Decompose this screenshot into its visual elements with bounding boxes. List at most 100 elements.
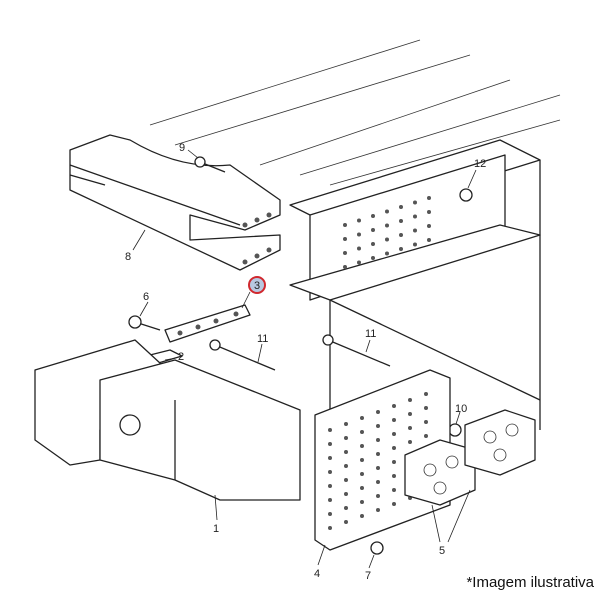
hole — [328, 456, 332, 460]
hole — [427, 224, 431, 228]
hole — [360, 486, 364, 490]
hole — [357, 232, 361, 237]
highlight-ring — [248, 276, 266, 294]
hole — [376, 508, 380, 512]
hole — [344, 492, 348, 496]
hole — [424, 406, 428, 410]
hole — [392, 488, 396, 492]
hole — [328, 526, 332, 530]
hole — [392, 404, 396, 408]
hole — [357, 260, 361, 265]
hole — [424, 434, 428, 438]
hole — [392, 446, 396, 450]
hole — [399, 205, 403, 209]
hole — [399, 219, 403, 223]
hole — [328, 428, 332, 432]
hole — [343, 223, 347, 227]
hole — [357, 218, 361, 223]
hole — [399, 233, 403, 237]
hole — [344, 436, 348, 440]
hole — [385, 223, 389, 228]
hole — [360, 500, 364, 504]
hole — [371, 214, 375, 218]
hole — [424, 392, 428, 396]
hole — [328, 470, 332, 474]
hole — [408, 440, 412, 444]
callout-10[interactable]: 10 — [455, 403, 467, 415]
mounting-plate-part-4 — [314, 369, 451, 551]
hole — [385, 237, 389, 242]
hole — [371, 228, 375, 232]
hole — [408, 398, 412, 402]
hole — [376, 494, 380, 498]
hole — [344, 422, 348, 426]
callout-5[interactable]: 5 — [439, 545, 445, 557]
plate-part-3 — [164, 304, 251, 343]
callout-1[interactable]: 1 — [213, 523, 219, 535]
hole — [408, 412, 412, 416]
hole — [376, 424, 380, 428]
hole — [344, 506, 348, 510]
hole — [360, 472, 364, 476]
chassis-rails — [149, 39, 561, 186]
callout-7[interactable]: 7 — [365, 570, 371, 582]
callout-11a[interactable]: 11 — [257, 333, 268, 345]
hole — [328, 484, 332, 488]
hole — [343, 251, 347, 255]
hole — [424, 420, 428, 424]
hole — [376, 466, 380, 470]
hole — [427, 238, 431, 242]
hole — [376, 480, 380, 484]
hole — [344, 464, 348, 468]
hole — [392, 460, 396, 464]
hole — [328, 512, 332, 516]
leader-lines — [132, 149, 477, 569]
hole — [360, 430, 364, 434]
hole — [392, 474, 396, 478]
hole — [408, 426, 412, 430]
hole — [371, 242, 375, 246]
hole — [360, 444, 364, 448]
hole — [392, 418, 396, 422]
hole — [343, 265, 347, 269]
illustrative-image-caption: *Imagem ilustrativa — [466, 574, 594, 591]
hole — [413, 214, 417, 219]
hole — [427, 210, 431, 214]
frame-part-1 — [34, 339, 301, 501]
hole — [376, 410, 380, 414]
hole — [413, 228, 417, 233]
callout-4[interactable]: 4 — [314, 568, 320, 580]
hole — [344, 520, 348, 524]
hole — [392, 502, 396, 506]
hole — [357, 246, 361, 251]
hole — [328, 498, 332, 502]
beam-holes — [343, 196, 431, 269]
callout-12[interactable]: 12 — [474, 158, 486, 170]
callout-2[interactable]: 2 — [178, 351, 184, 363]
callout-6[interactable]: 6 — [143, 291, 149, 303]
hole — [344, 450, 348, 454]
hole — [413, 242, 417, 247]
hole — [344, 478, 348, 482]
hole — [376, 438, 380, 442]
hole — [413, 200, 417, 205]
block-parts-5 — [404, 409, 536, 506]
hole — [427, 196, 431, 200]
hole — [392, 432, 396, 436]
hole — [328, 442, 332, 446]
hole — [376, 452, 380, 456]
hole — [360, 514, 364, 518]
callout-labels: 9 12 8 3 6 2 11 11 10 1 5 4 7 — [125, 142, 486, 582]
hole — [343, 237, 347, 241]
callout-8[interactable]: 8 — [125, 251, 131, 263]
hole — [371, 256, 375, 260]
hole — [360, 458, 364, 462]
bracket-part-8 — [69, 134, 281, 271]
callout-11b[interactable]: 11 — [365, 328, 376, 340]
callout-9[interactable]: 9 — [179, 142, 185, 154]
callout-3[interactable]: 3 — [254, 280, 260, 292]
hole — [385, 209, 389, 214]
hole — [385, 251, 389, 256]
